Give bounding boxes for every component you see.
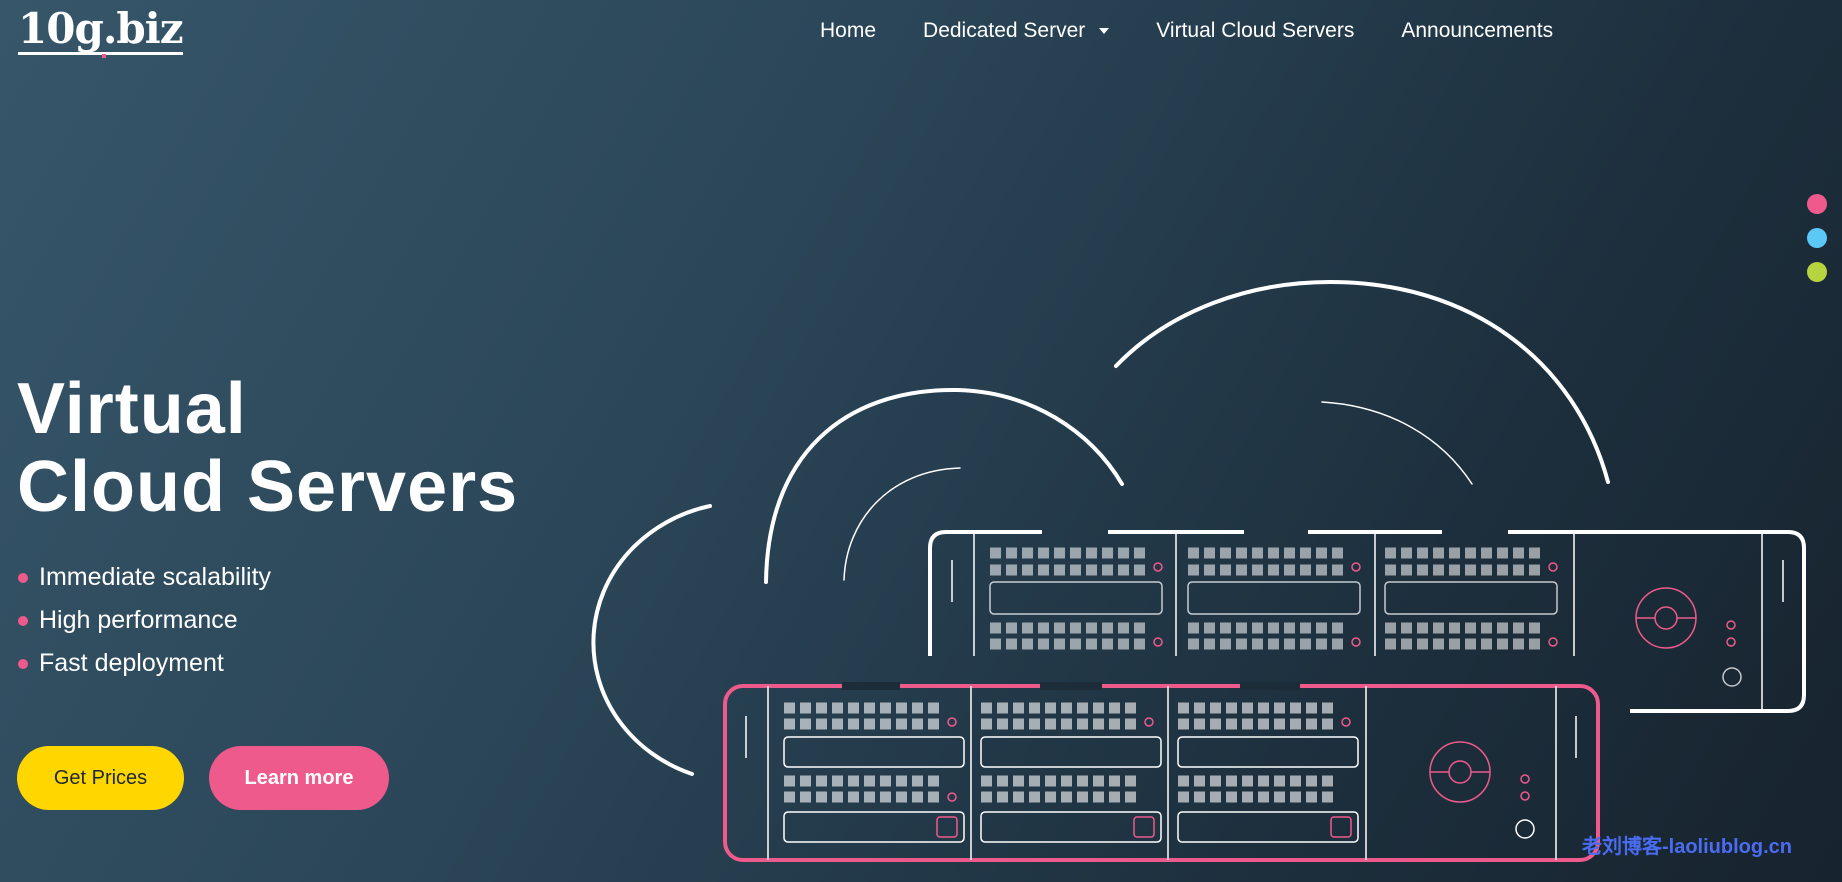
server-back xyxy=(928,530,1806,713)
hero-title-line1: Virtual xyxy=(17,369,247,449)
nav-label: Announcements xyxy=(1401,19,1554,42)
feature-text: High performance xyxy=(39,606,238,634)
feature-item: High performance xyxy=(18,599,271,642)
cloud-arc-top-inner xyxy=(1321,401,1473,485)
feature-text: Immediate scalability xyxy=(39,563,272,591)
nav-announcements[interactable]: Announcements xyxy=(1401,16,1553,46)
slider-dot-1[interactable] xyxy=(1807,194,1827,214)
nav-label: Virtual Cloud Servers xyxy=(1156,19,1355,42)
bullet-icon xyxy=(18,572,28,583)
nav-label: Home xyxy=(820,19,877,42)
server-back-key-rows xyxy=(990,547,1541,650)
cloud-arc-middle-inner xyxy=(843,467,961,581)
nav-label: Dedicated Server xyxy=(923,19,1086,42)
feature-list: Immediate scalability High performance F… xyxy=(18,556,271,685)
main-nav: Home Dedicated Server Virtual Cloud Serv… xyxy=(820,16,1600,46)
learn-more-button[interactable]: Learn more xyxy=(209,746,389,810)
cloud-arc-left xyxy=(591,504,712,776)
logo-accent-dot xyxy=(102,54,106,58)
hero-title-line2: Cloud Servers xyxy=(17,447,519,527)
slider-dots xyxy=(1807,194,1827,296)
hero-title: Virtual Cloud Servers xyxy=(17,370,518,526)
cloud-arc-top xyxy=(1114,279,1610,484)
logo-text: 10g.biz xyxy=(18,4,184,53)
feature-item: Fast deployment xyxy=(18,642,271,685)
slider-dot-3[interactable] xyxy=(1807,262,1827,282)
slider-dot-2[interactable] xyxy=(1807,228,1827,248)
bullet-icon xyxy=(18,615,28,626)
server-front xyxy=(723,682,1600,862)
feature-text: Fast deployment xyxy=(39,649,224,677)
site-logo[interactable]: 10g.biz xyxy=(18,4,184,58)
server-back-pink-details xyxy=(1153,562,1736,649)
chevron-down-icon xyxy=(1099,28,1110,34)
nav-home[interactable]: Home xyxy=(820,16,876,46)
feature-item: Immediate scalability xyxy=(18,556,271,599)
get-prices-button[interactable]: Get Prices xyxy=(17,746,184,810)
watermark-text: 老刘博客-laoliublog.cn xyxy=(1582,836,1792,858)
nav-dedicated-server[interactable]: Dedicated Server xyxy=(923,16,1110,46)
bullet-icon xyxy=(18,658,28,669)
cloud-arc-middle xyxy=(764,387,1124,584)
nav-virtual-cloud-servers[interactable]: Virtual Cloud Servers xyxy=(1156,16,1354,46)
